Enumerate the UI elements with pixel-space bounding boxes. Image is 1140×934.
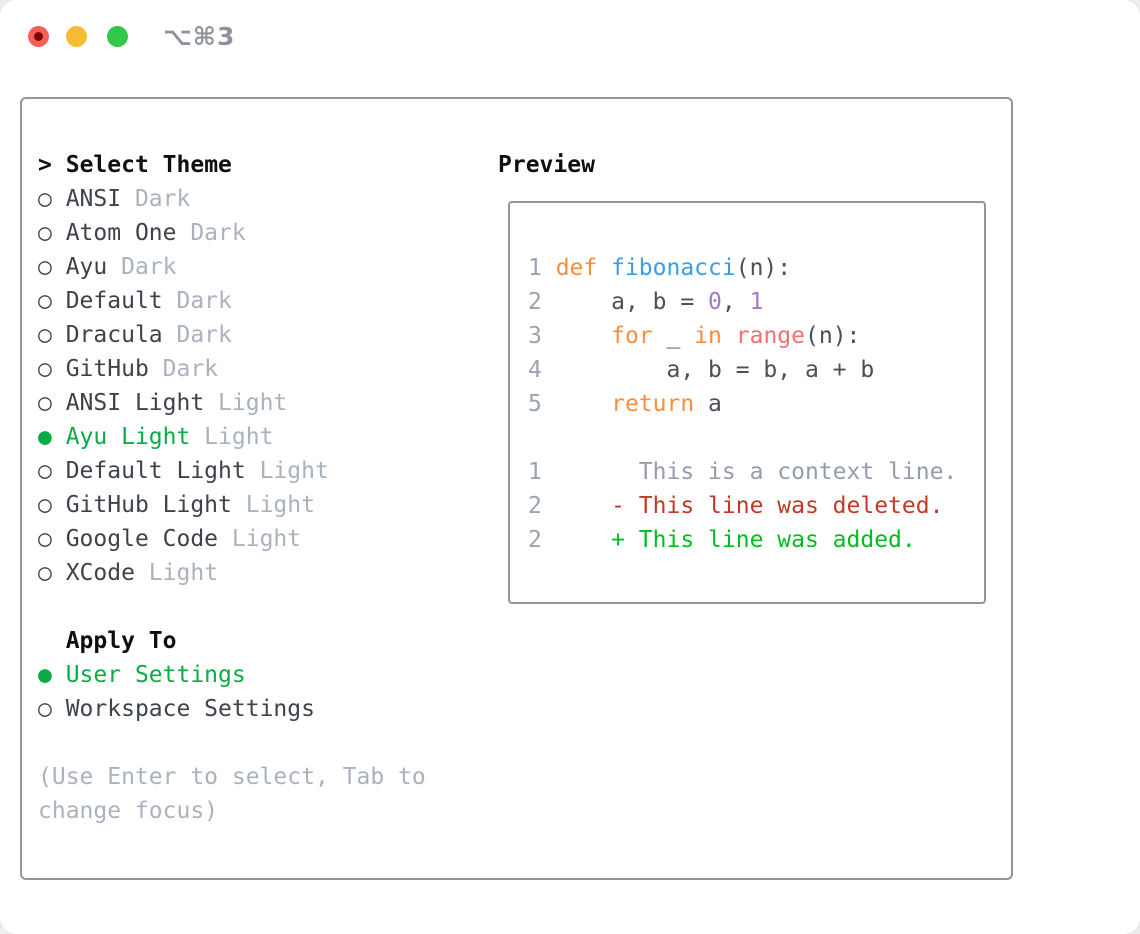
theme-name: Default Light [65, 458, 246, 484]
keyboard-shortcut-label: ⌥⌘3 [163, 22, 236, 51]
code-line: 5 return a [528, 391, 722, 417]
theme-name: Google Code [65, 526, 219, 552]
theme-tag: Light [190, 424, 274, 450]
code-line: 3 for _ in range(n): [528, 323, 861, 349]
theme-name: Dracula [65, 322, 163, 348]
theme-name: GitHub [65, 356, 149, 382]
radio-icon: ○ [38, 492, 66, 518]
theme-column: > Select Theme ○ ANSI Dark○ Atom One Dar… [38, 148, 426, 828]
radio-icon: ○ [38, 696, 66, 722]
apply-to-title-text: Apply To [65, 628, 177, 654]
blank-line [528, 421, 957, 455]
close-dot-icon [34, 32, 43, 41]
theme-tag: Dark [148, 356, 219, 382]
theme-tag: Light [134, 560, 219, 586]
close-button[interactable] [28, 26, 49, 47]
radio-icon: ○ [38, 322, 66, 348]
theme-picker-panel: > Select Theme ○ ANSI Dark○ Atom One Dar… [20, 97, 1013, 880]
theme-name: Default [65, 288, 163, 314]
theme-tag: Light [204, 390, 288, 416]
radio-icon: ○ [38, 254, 66, 280]
apply-option-workspace-settings[interactable]: ○ Workspace Settings [38, 692, 426, 726]
select-theme-title: > Select Theme [38, 148, 426, 182]
theme-name: ANSI [65, 186, 122, 212]
theme-tag: Light [231, 492, 315, 518]
theme-option-default-light[interactable]: ○ Default Light Light [38, 454, 426, 488]
select-theme-title-text: Select Theme [65, 152, 232, 178]
theme-tag: Dark [162, 322, 232, 348]
code-line: 1 def fibonacci(n): [528, 255, 792, 281]
hint-line: (Use Enter to select, Tab to [38, 764, 426, 790]
theme-option-google-code[interactable]: ○ Google Code Light [38, 522, 426, 556]
hint-text: (Use Enter to select, Tab to change focus… [38, 760, 426, 828]
theme-option-ayu-light[interactable]: ● Ayu Light Light [38, 420, 426, 454]
radio-icon: ● [38, 424, 66, 450]
theme-option-github[interactable]: ○ GitHub Dark [38, 352, 426, 386]
code-line: 2 a, b = 0, 1 [528, 289, 764, 315]
radio-icon: ○ [38, 220, 66, 246]
radio-icon: ○ [38, 458, 66, 484]
spacer [38, 726, 426, 760]
theme-name: Ayu Light [65, 424, 191, 450]
code-preview: 1 def fibonacci(n): 2 a, b = 0, 1 3 for _ … [528, 251, 957, 557]
theme-name: XCode [65, 560, 135, 586]
radio-icon: ○ [38, 288, 66, 314]
theme-tag: Dark [162, 288, 232, 314]
spacer [38, 590, 426, 624]
theme-list: ○ ANSI Dark○ Atom One Dark○ Ayu Dark○ De… [38, 182, 426, 590]
code-line: 4 a, b = b, a + b [528, 357, 875, 383]
radio-icon: ○ [38, 186, 66, 212]
code-line: 2 - This line was deleted. [528, 493, 944, 519]
theme-option-default[interactable]: ○ Default Dark [38, 284, 426, 318]
theme-tag: Light [218, 526, 302, 552]
theme-name: Atom One [65, 220, 177, 246]
theme-option-github-light[interactable]: ○ GitHub Light Light [38, 488, 426, 522]
radio-icon: ● [38, 662, 66, 688]
apply-option-user-settings[interactable]: ● User Settings [38, 658, 426, 692]
apply-to-list: ● User Settings○ Workspace Settings [38, 658, 426, 726]
theme-tag: Dark [176, 220, 246, 246]
theme-option-dracula[interactable]: ○ Dracula Dark [38, 318, 426, 352]
theme-option-atom-one[interactable]: ○ Atom One Dark [38, 216, 426, 250]
theme-tag: Dark [107, 254, 177, 280]
theme-name: Ayu [65, 254, 108, 280]
focus-caret: > [38, 152, 52, 178]
theme-name: ANSI Light [65, 390, 205, 416]
preview-title: Preview [498, 148, 595, 182]
apply-to-title: Apply To [38, 624, 426, 658]
radio-icon: ○ [38, 356, 66, 382]
theme-option-ansi[interactable]: ○ ANSI Dark [38, 182, 426, 216]
theme-option-ayu[interactable]: ○ Ayu Dark [38, 250, 426, 284]
radio-icon: ○ [38, 390, 66, 416]
theme-tag: Light [245, 458, 329, 484]
preview-title-text: Preview [498, 152, 595, 178]
hint-line: change focus) [38, 798, 219, 824]
theme-option-xcode[interactable]: ○ XCode Light [38, 556, 426, 590]
theme-option-ansi-light[interactable]: ○ ANSI Light Light [38, 386, 426, 420]
radio-icon: ○ [38, 560, 66, 586]
code-line: 1 This is a context line. [528, 459, 958, 485]
theme-tag: Dark [121, 186, 191, 212]
preview-box: 1 def fibonacci(n): 2 a, b = 0, 1 3 for _ … [508, 201, 986, 604]
code-line: 2 + This line was added. [528, 527, 916, 553]
theme-name: GitHub Light [65, 492, 232, 518]
apply-option-label: User Settings [65, 662, 246, 688]
zoom-button[interactable] [107, 26, 128, 47]
apply-option-label: Workspace Settings [65, 696, 315, 722]
minimize-button[interactable] [66, 26, 87, 47]
radio-icon: ○ [38, 526, 66, 552]
